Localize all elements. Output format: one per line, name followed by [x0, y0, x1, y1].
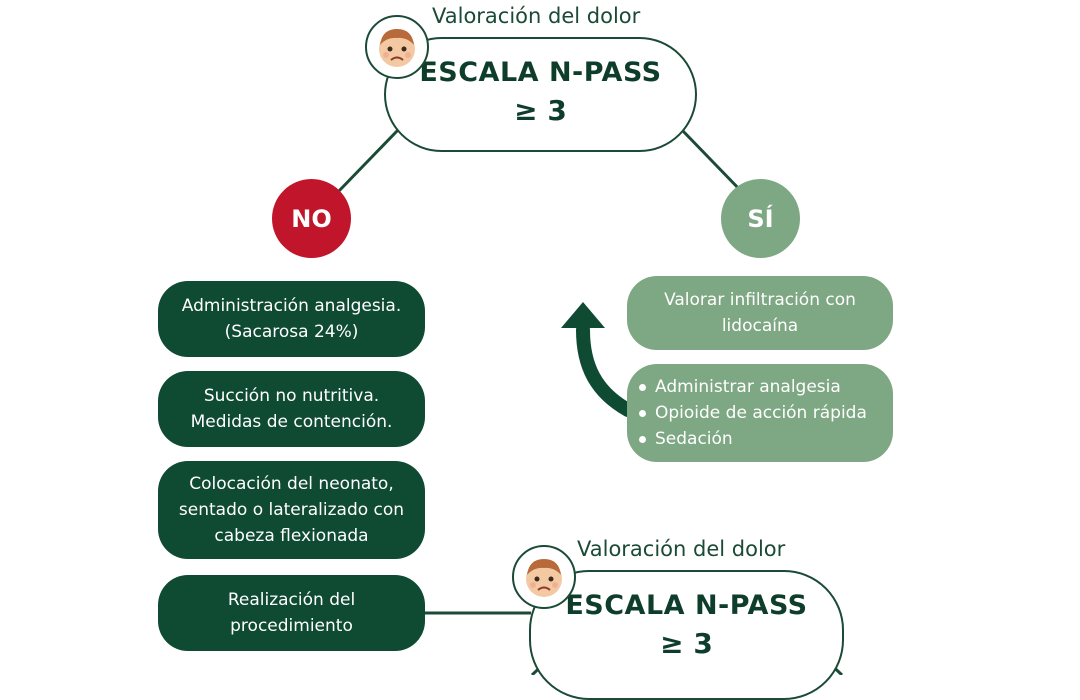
si-bullet-analgesia: Administrar analgesia	[637, 374, 893, 400]
no-step-succion: Succión no nutritiva. Medidas de contenc…	[158, 371, 425, 447]
curved-arrow-up-icon	[561, 302, 635, 417]
no-circle: NO	[272, 179, 351, 258]
no-step-procedimiento-line-1: Realización del	[227, 590, 356, 610]
bottom-caption: Valoración del dolor	[577, 537, 786, 561]
connector-to-si	[680, 128, 745, 195]
si-step-lidocaina-line-2: lidocaína	[721, 316, 799, 336]
no-step-procedimiento: Realización del procedimiento	[158, 575, 425, 651]
bottom-scale-value: ≥ 3	[660, 627, 713, 660]
no-step-analgesia-line-2: (Sacarosa 24%)	[224, 322, 359, 342]
si-step-lidocaina: Valorar infiltración con lidocaína	[627, 276, 893, 350]
no-step-colocacion-line-1: Colocación del neonato,	[189, 474, 394, 494]
si-step-lidocaina-line-1: Valorar infiltración con	[664, 290, 856, 310]
si-step-analgesia-list: Administrar analgesia Opioide de acción …	[627, 364, 893, 462]
no-step-succion-line-1: Succión no nutritiva.	[203, 386, 380, 406]
no-step-succion-line-2: Medidas de contención.	[190, 412, 393, 432]
sad-baby-face-icon	[512, 545, 576, 609]
top-scale-value: ≥ 3	[514, 94, 567, 127]
si-step-bullets: Administrar analgesia Opioide de acción …	[627, 374, 893, 452]
top-scale-box: ESCALA N-PASS ≥ 3	[384, 37, 697, 152]
top-scale-title: ESCALA N-PASS	[419, 57, 662, 88]
bottom-scale-box: ESCALA N-PASS ≥ 3	[529, 570, 844, 700]
no-step-colocacion-line-3: cabeza flexionada	[214, 526, 369, 546]
pain-assessment-flowchart: Valoración del dolor ESCALA N-PASS ≥ 3 N…	[158, 4, 893, 700]
si-circle: SÍ	[721, 179, 800, 258]
top-caption: Valoración del dolor	[432, 4, 641, 28]
si-bullet-sedacion: Sedación	[637, 426, 893, 452]
no-step-procedimiento-line-2: procedimiento	[230, 616, 353, 636]
connector-to-no	[335, 128, 400, 195]
si-bullet-opioide: Opioide de acción rápida	[637, 400, 893, 426]
no-step-analgesia-line-1: Administración analgesia.	[181, 296, 402, 316]
no-step-analgesia: Administración analgesia. (Sacarosa 24%)	[158, 281, 425, 357]
no-step-colocacion-line-2: sentado o lateralizado con	[178, 500, 405, 520]
no-step-colocacion: Colocación del neonato, sentado o latera…	[158, 461, 425, 559]
sad-baby-face-icon	[365, 15, 429, 79]
bottom-scale-title: ESCALA N-PASS	[565, 590, 808, 621]
